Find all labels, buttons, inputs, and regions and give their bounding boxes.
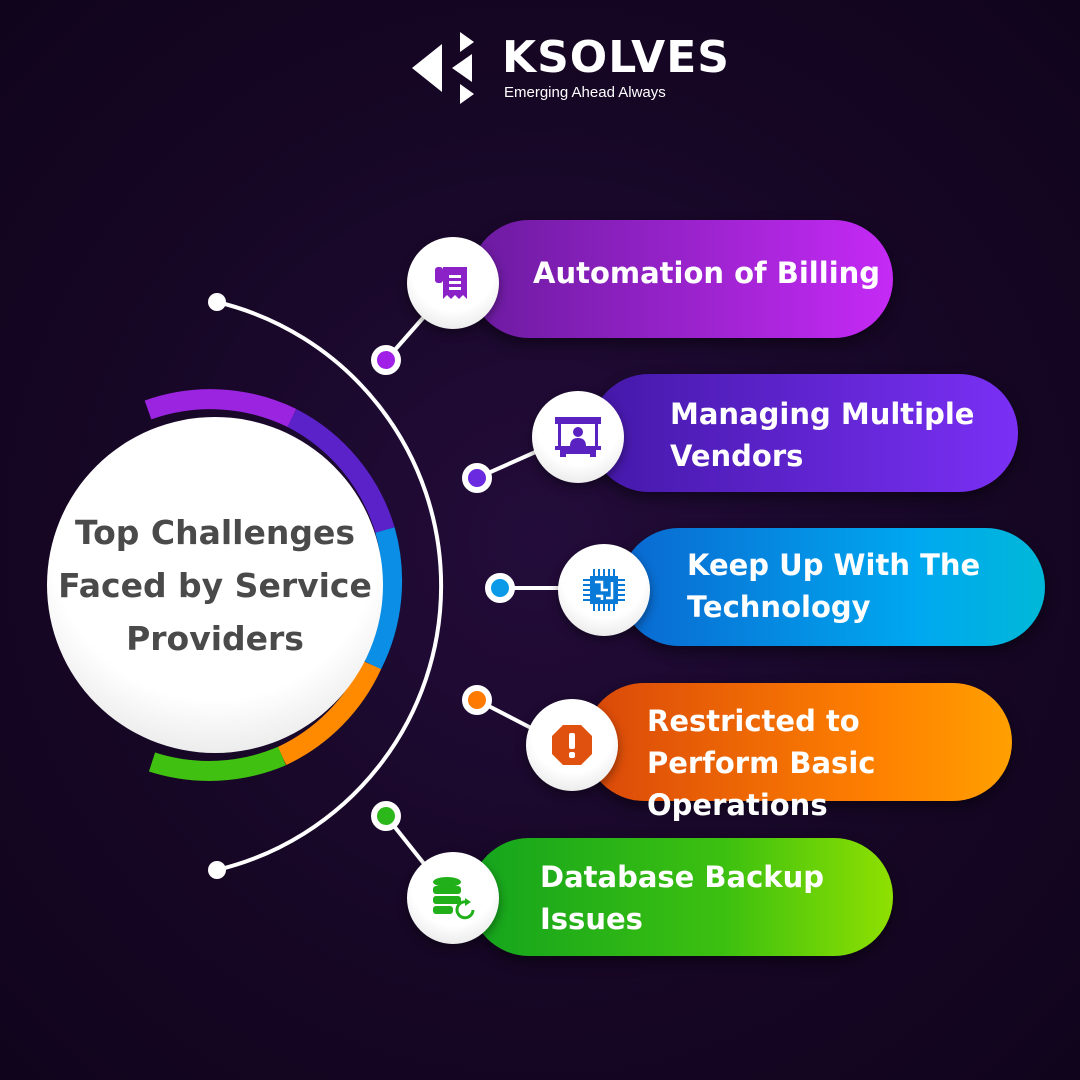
challenge-pill-restricted [585, 683, 1012, 801]
billing-receipt-icon [407, 237, 499, 329]
logo-mark-icon [412, 32, 474, 104]
challenge-pill-database [470, 838, 893, 956]
challenge-pill-vendors [590, 374, 1018, 492]
challenge-pill-billing [470, 220, 893, 338]
challenge-pill-technology [620, 528, 1045, 646]
node-dot-4 [462, 685, 492, 715]
challenge-label: Managing Multiple Vendors [670, 397, 975, 473]
arc-end-bottom [208, 861, 226, 879]
node-dot-3 [485, 573, 515, 603]
challenge-label: Restricted to Perform Basic Operations [647, 704, 876, 822]
node-dot-2 [462, 463, 492, 493]
database-backup-icon [407, 852, 499, 944]
challenge-label: Automation of Billing [533, 256, 881, 290]
logo-tagline: Emerging Ahead Always [504, 84, 666, 101]
node-dot-1 [371, 345, 401, 375]
node-dot-5 [371, 801, 401, 831]
chip-icon [558, 544, 650, 636]
main-arc [216, 300, 444, 872]
warning-octagon-icon [526, 699, 618, 791]
ring-segment-green [148, 746, 286, 781]
center-circle: Top Challenges Faced by Service Provider… [47, 417, 383, 753]
logo-name: KSOLVES [502, 32, 730, 83]
challenge-label: Keep Up With The Technology [687, 548, 981, 624]
ksolves-logo: KSOLVES Emerging Ahead Always [410, 30, 729, 110]
center-title: Top Challenges Faced by Service Provider… [58, 512, 372, 658]
ring-segment-violet [287, 409, 395, 534]
vendor-stall-icon [532, 391, 624, 483]
ring-segment-purple [144, 389, 297, 428]
arc-end-top [208, 293, 226, 311]
challenge-label: Database Backup Issues [540, 860, 824, 936]
ring-segment-orange [277, 660, 382, 766]
ring-segment-blue [363, 527, 403, 670]
